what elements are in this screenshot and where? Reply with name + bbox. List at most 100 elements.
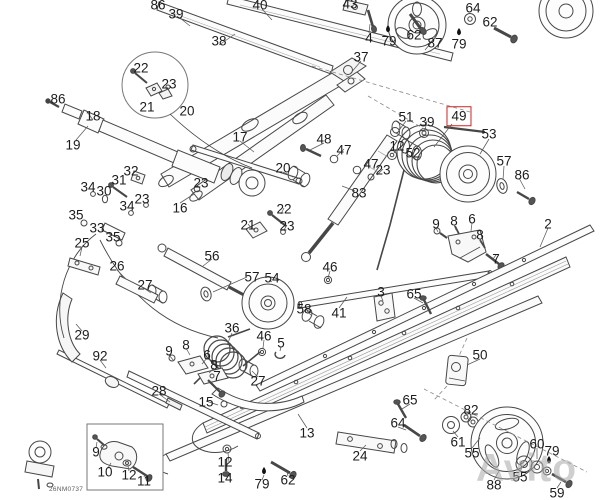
part-label-56: 56 (204, 248, 220, 264)
part-label-39: 39 (419, 114, 435, 130)
part-label-65: 65 (402, 392, 418, 408)
part-label-22: 22 (276, 201, 292, 217)
part-label-13: 13 (299, 425, 315, 441)
part-label-55: 55 (464, 445, 480, 461)
part-label-53: 53 (481, 126, 497, 142)
part-label-16: 16 (172, 200, 188, 216)
part-label-59: 59 (549, 485, 565, 500)
cross-shaft (297, 225, 505, 322)
grease-drop-icons (262, 25, 551, 475)
highlighted-part-label-49: 49 (446, 106, 472, 126)
detail-circle (121, 51, 253, 169)
part-label-7: 7 (492, 251, 500, 267)
part-label-82: 82 (463, 402, 479, 418)
left-shaft (45, 98, 266, 197)
part-label-27: 27 (250, 373, 266, 389)
lower-bracket-cluster (168, 354, 229, 398)
part-label-23: 23 (193, 175, 209, 191)
part-label-34: 34 (80, 179, 96, 195)
part-label-19: 19 (65, 137, 81, 153)
part-label-6: 6 (468, 211, 476, 227)
part-label-21: 21 (139, 99, 155, 115)
part-label-8: 8 (450, 213, 458, 229)
part-label-17: 17 (232, 129, 248, 145)
mid-hardware (287, 120, 429, 188)
part-label-87: 87 (427, 35, 443, 51)
part-label-86: 86 (150, 0, 166, 13)
part-label-2: 2 (544, 216, 552, 232)
part-label-57: 57 (496, 153, 512, 169)
part-label-18: 18 (85, 108, 101, 124)
part-label-8: 8 (210, 357, 218, 373)
part-label-23: 23 (375, 162, 391, 178)
part-label-86: 86 (514, 167, 530, 183)
part-label-12: 12 (217, 454, 233, 470)
part-label-9: 9 (92, 444, 100, 460)
part-label-35: 35 (105, 229, 121, 245)
part-label-83: 83 (351, 185, 367, 201)
part-label-6: 6 (203, 347, 211, 363)
part-label-14: 14 (217, 470, 233, 486)
part-label-47: 47 (336, 142, 352, 158)
part-label-23: 23 (161, 76, 177, 92)
part-label-62: 62 (482, 14, 498, 30)
part-label-39: 39 (168, 6, 184, 22)
part-label-54: 54 (264, 270, 280, 286)
part-label-8: 8 (182, 337, 190, 353)
part-label-20: 20 (275, 160, 291, 176)
bottom-hardware (222, 295, 469, 480)
part-label-25: 25 (74, 235, 90, 251)
part-label-37: 37 (353, 49, 369, 65)
part-label-22: 22 (133, 60, 149, 76)
center-wheel-spring (193, 275, 333, 385)
part-label-50: 50 (472, 347, 488, 363)
part-label-32: 32 (123, 163, 139, 179)
part-label-41: 41 (331, 305, 347, 321)
part-label-64: 64 (465, 0, 481, 16)
part-label-62: 62 (280, 472, 296, 488)
part-label-28: 28 (151, 383, 167, 399)
part-label-23: 23 (279, 218, 295, 234)
part-label-21: 21 (240, 217, 256, 233)
part-label-79: 79 (381, 33, 397, 49)
part-label-9: 9 (432, 216, 440, 232)
detail-box (24, 423, 164, 491)
idler-wheel-87 (342, 0, 594, 55)
part-label-33: 33 (89, 220, 105, 236)
rear-idler-cluster (442, 406, 573, 489)
part-label-7: 7 (213, 368, 221, 384)
part-label-60: 60 (529, 436, 545, 452)
part-label-26: 26 (109, 258, 125, 274)
lower-left-members (55, 233, 261, 440)
part-label-46: 46 (256, 328, 272, 344)
part-label-88: 88 (486, 477, 502, 493)
part-label-12: 12 (389, 138, 405, 154)
part-label-12: 12 (121, 467, 137, 483)
part-label-38: 38 (211, 33, 227, 49)
projection-lines (311, 65, 588, 473)
part-label-46: 46 (322, 259, 338, 275)
leader-lines (75, 8, 562, 489)
part-label-40: 40 (252, 0, 268, 13)
part-label-34: 34 (119, 198, 135, 214)
part-label-92: 92 (92, 348, 108, 364)
part-label-64: 64 (390, 415, 406, 431)
part-label-48: 48 (316, 131, 332, 147)
part-label-47: 47 (363, 156, 379, 172)
part-label-57: 57 (244, 269, 260, 285)
part-label-51: 51 (398, 109, 414, 125)
part-label-10: 10 (97, 464, 113, 480)
part-label-24: 24 (352, 448, 368, 464)
part-label-79: 79 (451, 36, 467, 52)
part-label-36: 36 (224, 320, 240, 336)
part-label-15: 15 (198, 394, 214, 410)
watermark: Avito (476, 447, 578, 490)
part-label-86: 86 (50, 91, 66, 107)
part-label-3: 3 (377, 284, 385, 300)
part-label-20: 20 (179, 103, 195, 119)
part-label-61: 61 (450, 434, 466, 450)
part-label-11: 11 (136, 473, 152, 489)
part-label-9: 9 (165, 343, 173, 359)
idler-wheel-53 (439, 145, 536, 206)
